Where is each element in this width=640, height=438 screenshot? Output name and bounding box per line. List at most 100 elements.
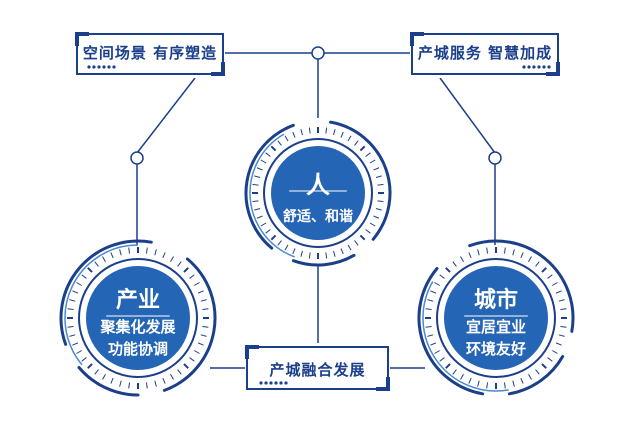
- tick-mark: [308, 252, 311, 259]
- tick-mark: [520, 252, 524, 259]
- tick-mark: [162, 252, 166, 259]
- tick-mark: [270, 234, 277, 241]
- node-right: 城市 宜居宜业 环境友好: [416, 238, 576, 398]
- tick-mark: [292, 131, 296, 138]
- tick-mark: [365, 152, 371, 157]
- tick-mark: [369, 222, 376, 227]
- tick-mark: [430, 290, 437, 294]
- tick-mark: [256, 215, 263, 219]
- tick-mark: [300, 250, 303, 257]
- tick-mark: [347, 244, 352, 251]
- tick-mark: [340, 131, 344, 138]
- tick-mark: [369, 159, 376, 164]
- tick-mark: [162, 377, 166, 384]
- tick-mark: [445, 363, 451, 369]
- node-right-title: 城市: [473, 288, 518, 313]
- tick-mark: [177, 261, 182, 267]
- tick-mark: [439, 274, 445, 279]
- tick-mark: [69, 299, 76, 302]
- node-left-title: 产业: [115, 288, 160, 313]
- tick-mark: [427, 299, 434, 302]
- tick-mark: [558, 299, 565, 302]
- tick-mark: [194, 350, 200, 354]
- tick-mark: [354, 140, 359, 146]
- tick-mark: [292, 248, 296, 255]
- node-center-title: 人: [306, 171, 330, 199]
- left-diagonal-line: [136, 77, 196, 154]
- tick-mark: [119, 380, 122, 387]
- tick-mark: [375, 208, 382, 211]
- tick-mark: [202, 325, 209, 328]
- tick-mark: [72, 342, 79, 346]
- tick-mark: [512, 249, 515, 256]
- inner-arc: [249, 133, 295, 258]
- tick-mark: [87, 267, 93, 273]
- tick-mark: [325, 252, 328, 259]
- node-left-line2: 功能协调: [107, 340, 168, 358]
- label-bottom: 产城融合发展: [245, 343, 390, 393]
- tick-mark: [308, 127, 311, 134]
- tick-mark: [347, 135, 352, 142]
- outer-arc: [291, 253, 356, 267]
- outer-arc: [162, 257, 217, 392]
- tick-mark: [377, 200, 384, 203]
- tick-mark: [197, 290, 204, 294]
- tick-mark: [254, 175, 261, 178]
- tick-mark: [547, 357, 553, 362]
- tick-mark: [76, 282, 82, 286]
- label-bottom-text: 产城融合发展: [269, 361, 366, 379]
- node-center: 人 舒适、和谐: [243, 118, 393, 268]
- tick-mark: [189, 274, 195, 279]
- tick-mark: [375, 175, 382, 178]
- inner-arc: [422, 281, 509, 392]
- tick-mark: [477, 249, 480, 256]
- node-left: 产业 聚集化发展 功能协调: [58, 238, 218, 398]
- tick-mark: [76, 350, 82, 354]
- tick-mark: [359, 234, 366, 241]
- tick-mark: [202, 308, 209, 311]
- tick-mark: [189, 357, 195, 362]
- tick-mark: [520, 377, 524, 384]
- tick-mark: [468, 377, 472, 384]
- label-top-right-text: 产城服务 智慧加成: [417, 44, 553, 62]
- tick-mark: [528, 374, 532, 380]
- tick-mark: [94, 369, 99, 375]
- label-top-left: 空间场景 有序塑造: [75, 30, 225, 78]
- tick-mark: [468, 252, 472, 259]
- tick-mark: [145, 247, 148, 254]
- tick-mark: [128, 382, 131, 389]
- tick-mark: [512, 380, 515, 387]
- tick-mark: [94, 261, 99, 267]
- tick-mark: [547, 274, 553, 279]
- tick-mark: [252, 200, 259, 203]
- node-left-line1: 聚集化发展: [100, 318, 176, 336]
- tick-mark: [183, 363, 189, 369]
- tick-mark: [200, 299, 207, 302]
- tick-mark: [486, 247, 489, 254]
- outer-arc: [468, 239, 575, 333]
- tick-mark: [277, 240, 282, 246]
- tick-mark: [503, 247, 506, 254]
- node-ring: [436, 258, 556, 378]
- node-center-subtitle: 舒适、和谐: [283, 209, 353, 225]
- tick-mark: [434, 350, 440, 354]
- tick-mark: [558, 334, 565, 337]
- outer-arc: [59, 239, 153, 346]
- tick-mark: [183, 267, 189, 273]
- tick-mark: [503, 382, 506, 389]
- tick-mark: [430, 342, 437, 346]
- tick-mark: [277, 140, 282, 146]
- tick-mark: [333, 250, 336, 257]
- tick-mark: [486, 382, 489, 389]
- tick-mark: [284, 135, 289, 142]
- node-fill: [442, 264, 550, 372]
- tick-mark: [541, 363, 547, 369]
- tick-mark: [265, 229, 271, 234]
- tick-mark: [200, 334, 207, 337]
- tick-mark: [460, 256, 464, 262]
- tick-mark: [452, 369, 457, 375]
- tick-mark: [72, 290, 79, 294]
- tick-mark: [560, 308, 567, 311]
- junction-circle-top: [311, 46, 325, 60]
- node-fill: [269, 144, 367, 242]
